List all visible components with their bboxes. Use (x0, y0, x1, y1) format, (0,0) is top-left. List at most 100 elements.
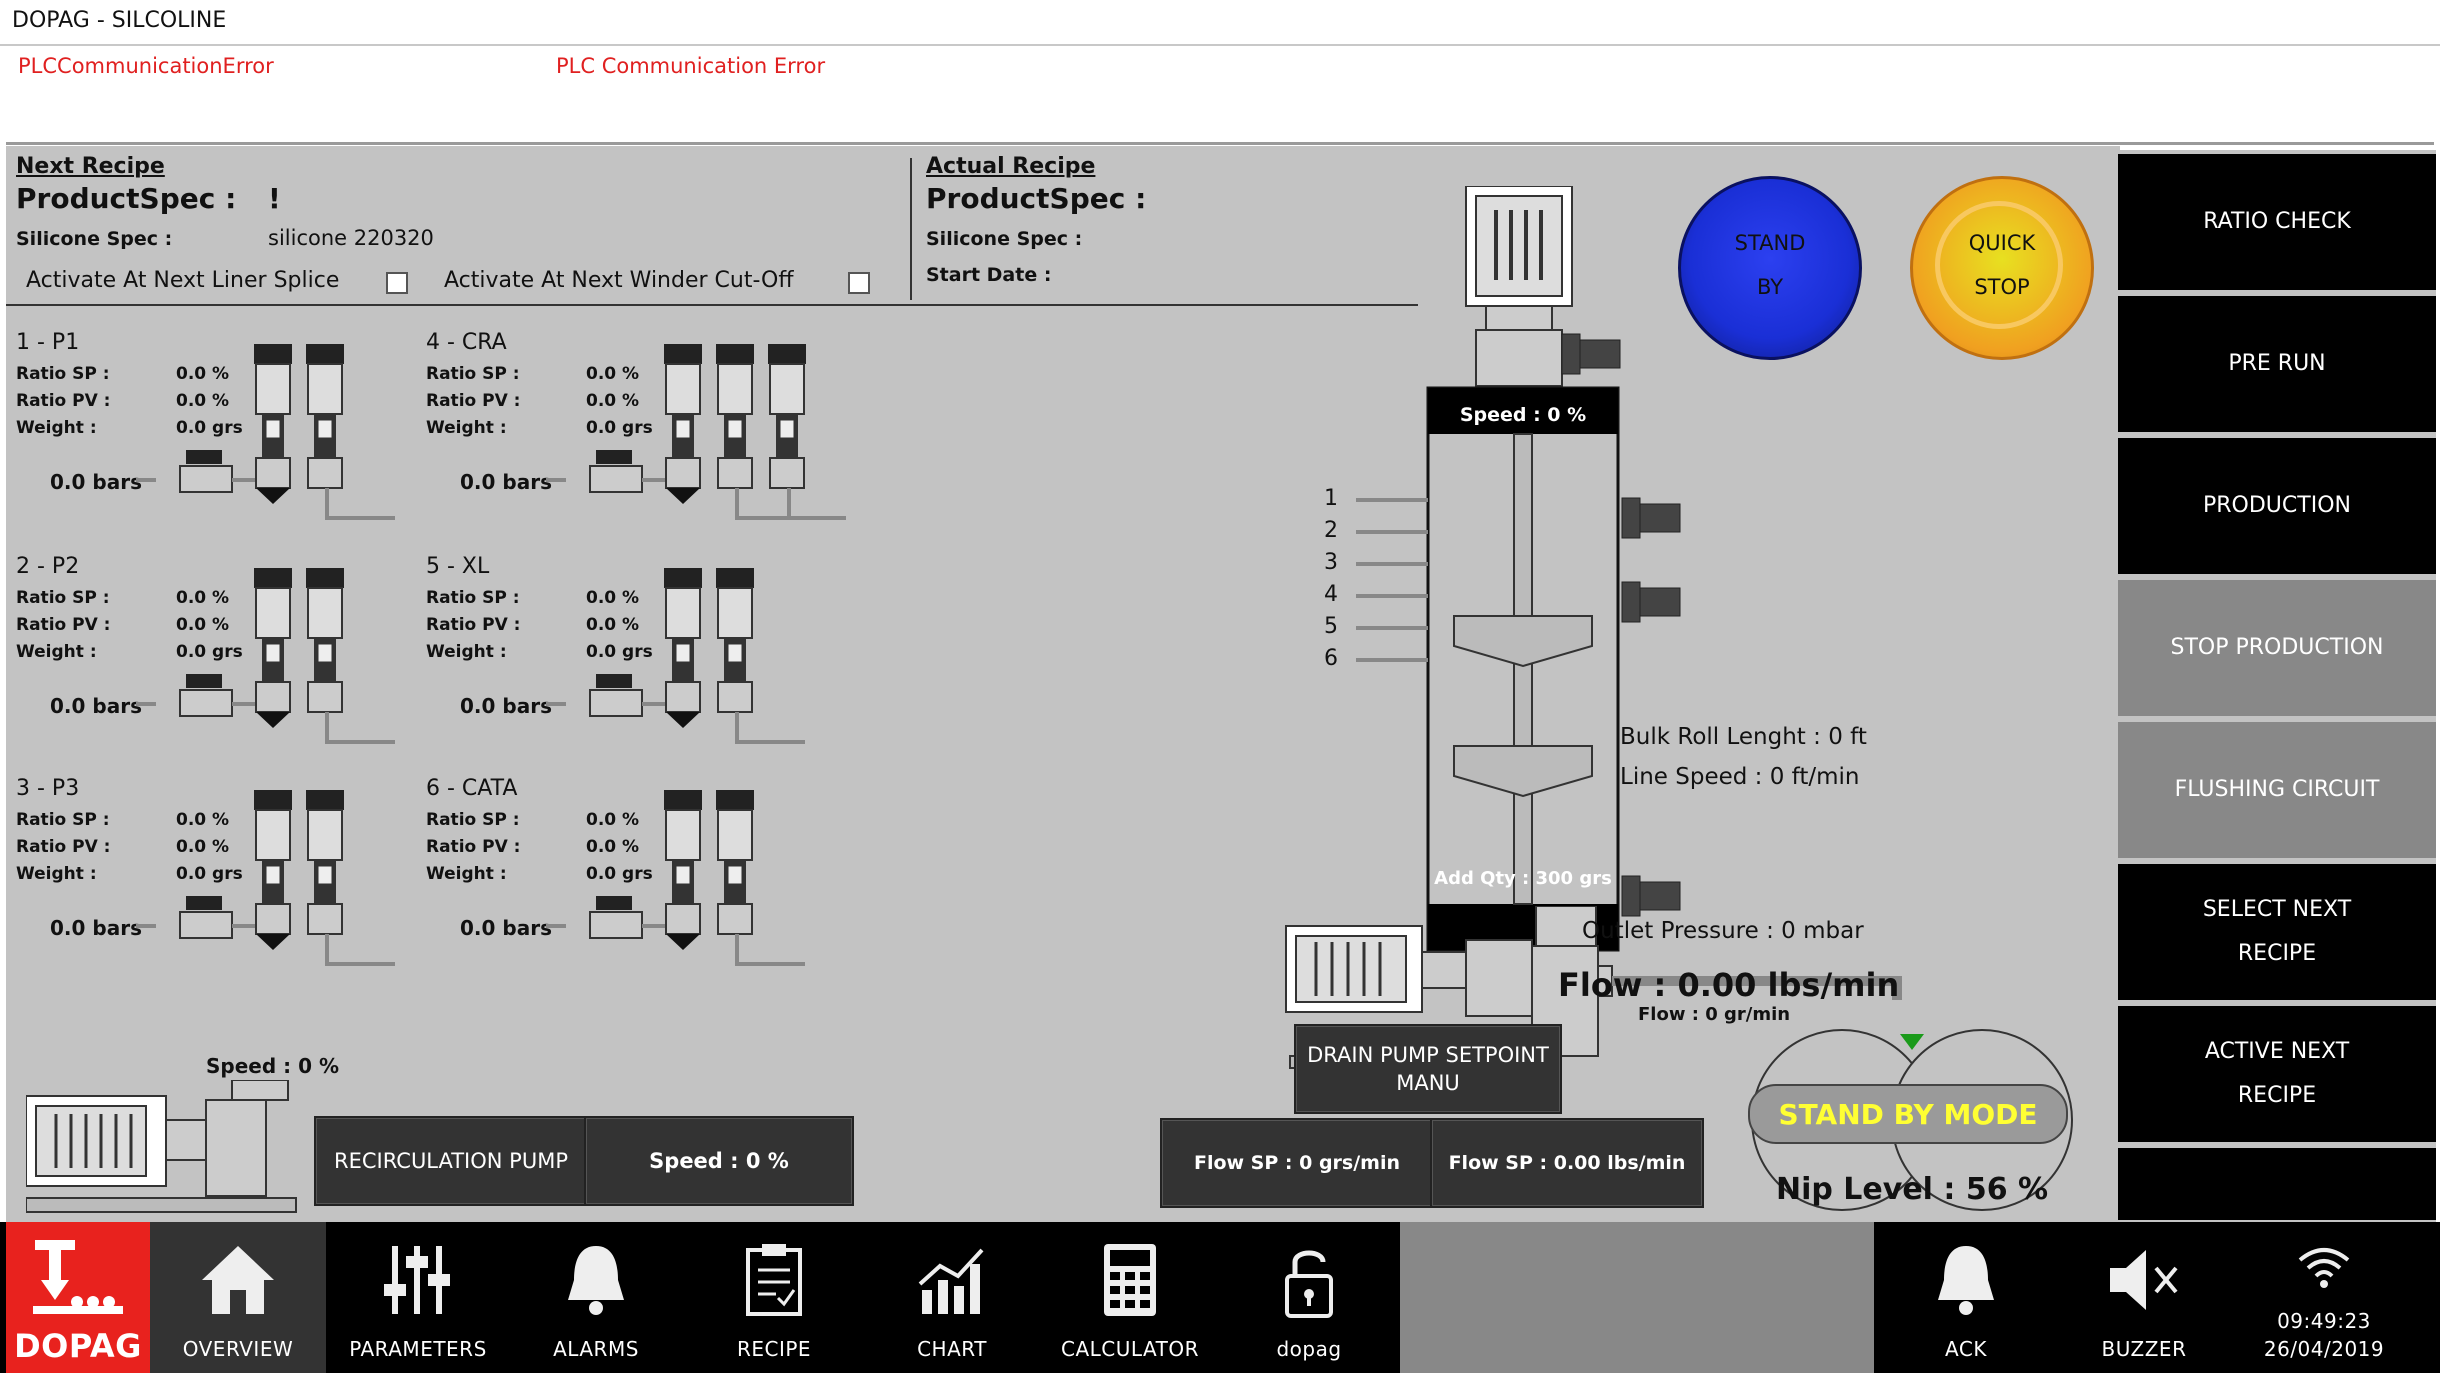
level-1: 1 (1324, 486, 1338, 511)
ratio-sp-value: 0.0 % (176, 810, 230, 830)
alarm-banner[interactable]: PLCCommunicationError PLC Communication … (6, 46, 2434, 145)
flow-sp-lbs-button[interactable]: Flow SP : 0.00 lbs/min (1430, 1118, 1704, 1208)
dosing-pump-icon (546, 344, 846, 520)
recirculation-pump-button[interactable]: RECIRCULATION PUMP (314, 1116, 588, 1206)
activate-liner-checkbox[interactable] (386, 272, 408, 294)
pressure-value: 0.0 bars (460, 694, 552, 718)
weight-value: 0.0 grs (176, 418, 243, 438)
mixer-tank-diagram (1356, 186, 1681, 952)
ratio-pv-value: 0.0 % (176, 615, 230, 635)
clipboard-icon (746, 1244, 802, 1316)
weight-label: Weight : (426, 864, 507, 884)
bulk-roll-length: Bulk Roll Lenght : 0 ft (1620, 724, 1867, 750)
padlock-icon (1285, 1250, 1333, 1318)
actual-start-date-label: Start Date : (926, 264, 1052, 286)
standby-label-line1: STAND (1734, 231, 1806, 255)
flushing-circuit-label: FLUSHING CIRCUIT (2174, 777, 2380, 802)
bottom-navbar: DOPAG OVERVIEW PARAMETERS ALARMS RECIPE … (0, 1222, 2440, 1373)
production-button[interactable]: PRODUCTION (2118, 438, 2436, 574)
nav-ack[interactable]: ACK (1878, 1222, 2054, 1373)
nip-mode-indicator: STAND BY MODE (1748, 1084, 2068, 1144)
flow-lbs: Flow : 0.00 lbs/min (1558, 966, 1900, 1004)
nav-overview[interactable]: OVERVIEW (150, 1222, 326, 1373)
ratio-sp-label: Ratio SP : (426, 810, 520, 830)
nav-buzzer-label: BUZZER (2101, 1337, 2187, 1361)
quickstop-label-line2: STOP (1974, 275, 2030, 299)
standby-button[interactable]: STAND BY (1678, 176, 1862, 360)
activate-winder-checkbox[interactable] (848, 272, 870, 294)
active-next-recipe-button[interactable]: ACTIVE NEXT RECIPE (2118, 1006, 2436, 1142)
pre-run-button[interactable]: PRE RUN (2118, 296, 2436, 432)
recirculation-speed-button[interactable]: Speed : 0 % (584, 1116, 854, 1206)
nav-chart[interactable]: CHART (864, 1222, 1040, 1373)
next-silicone-spec-value: silicone 220320 (268, 226, 434, 250)
quickstop-button[interactable]: QUICK STOP (1910, 176, 2094, 360)
ratio-check-button[interactable]: RATIO CHECK (2118, 154, 2436, 290)
sliders-icon (384, 1246, 450, 1314)
ratio-sp-value: 0.0 % (176, 364, 230, 384)
level-4: 4 (1324, 582, 1338, 607)
dopag-logo[interactable]: DOPAG (6, 1222, 150, 1373)
nav-alarms[interactable]: ALARMS (508, 1222, 684, 1373)
activate-winder-label: Activate At Next Winder Cut-Off (444, 268, 794, 293)
dosing-unit-name: 6 - CATA (426, 776, 518, 801)
flushing-circuit-button[interactable]: FLUSHING CIRCUIT (2118, 722, 2436, 858)
actual-product-spec-label: ProductSpec : (926, 182, 1147, 215)
nav-user[interactable]: dopag (1220, 1222, 1398, 1373)
nav-chart-label: CHART (917, 1337, 987, 1361)
next-silicone-spec-label: Silicone Spec : (16, 228, 173, 250)
quickstop-ring-icon (1935, 201, 2063, 329)
line-speed: Line Speed : 0 ft/min (1620, 764, 1860, 790)
wifi-icon (2298, 1248, 2350, 1288)
dosing-pump-icon (546, 790, 805, 966)
next-recipe-heading: Next Recipe (16, 154, 165, 179)
select-next-recipe-button[interactable]: SELECT NEXT RECIPE (2118, 864, 2436, 1000)
alarm-tag: PLCCommunicationError (18, 54, 274, 78)
nav-recipe-label: RECIPE (736, 1337, 812, 1361)
nav-spacer (1400, 1222, 1874, 1373)
pre-run-label: PRE RUN (2228, 351, 2326, 376)
dosing-unit-name: 4 - CRA (426, 330, 507, 355)
nav-parameters-label: PARAMETERS (349, 1337, 487, 1361)
mixer-speed-label: Speed : 0 % (1459, 404, 1587, 426)
ratio-sp-value: 0.0 % (176, 588, 230, 608)
pressure-value: 0.0 bars (50, 694, 142, 718)
ratio-sp-value: 0.0 % (586, 588, 640, 608)
stop-production-button[interactable]: STOP PRODUCTION (2118, 580, 2436, 716)
nav-status-clock: 09:49:23 26/04/2019 (2236, 1222, 2412, 1373)
ratio-pv-label: Ratio PV : (16, 615, 111, 635)
ratio-sp-label: Ratio SP : (16, 588, 110, 608)
pressure-value: 0.0 bars (50, 916, 142, 940)
level-5: 5 (1324, 614, 1338, 639)
flow-sp-grs-button[interactable]: Flow SP : 0 grs/min (1160, 1118, 1434, 1208)
sidebar-empty-slot (2118, 1148, 2436, 1220)
nav-recipe[interactable]: RECIPE (686, 1222, 862, 1373)
activate-liner-label: Activate At Next Liner Splice (26, 268, 340, 293)
weight-label: Weight : (426, 642, 507, 662)
standby-label-line2: BY (1756, 275, 1784, 299)
weight-value: 0.0 grs (586, 864, 653, 884)
weight-value: 0.0 grs (586, 642, 653, 662)
drain-pump-icon (1285, 906, 1902, 1069)
clock-date: 26/04/2019 (2263, 1337, 2385, 1361)
window-titlebar: DOPAG - SILCOLINE (0, 0, 2440, 46)
chart-icon (918, 1248, 984, 1314)
level-2: 2 (1324, 518, 1338, 543)
dosing-pump-icon (136, 568, 395, 744)
drain-pump-setpoint-button[interactable]: DRAIN PUMP SETPOINT MANU (1294, 1024, 1562, 1114)
weight-value: 0.0 grs (176, 864, 243, 884)
nav-parameters[interactable]: PARAMETERS (330, 1222, 506, 1373)
window-title: DOPAG - SILCOLINE (12, 8, 227, 33)
dosing-pump-icon (546, 568, 805, 744)
nav-ack-label: ACK (1945, 1337, 1987, 1361)
nav-buzzer[interactable]: BUZZER (2056, 1222, 2232, 1373)
mixer-add-qty-label: Add Qty : 300 grs (1434, 868, 1612, 889)
speaker-muted-icon (2110, 1250, 2178, 1310)
recipe-separator (910, 158, 912, 300)
ratio-check-label: RATIO CHECK (2203, 209, 2351, 234)
nav-user-label: dopag (1276, 1337, 1342, 1361)
nav-calculator[interactable]: CALCULATOR (1042, 1222, 1218, 1373)
